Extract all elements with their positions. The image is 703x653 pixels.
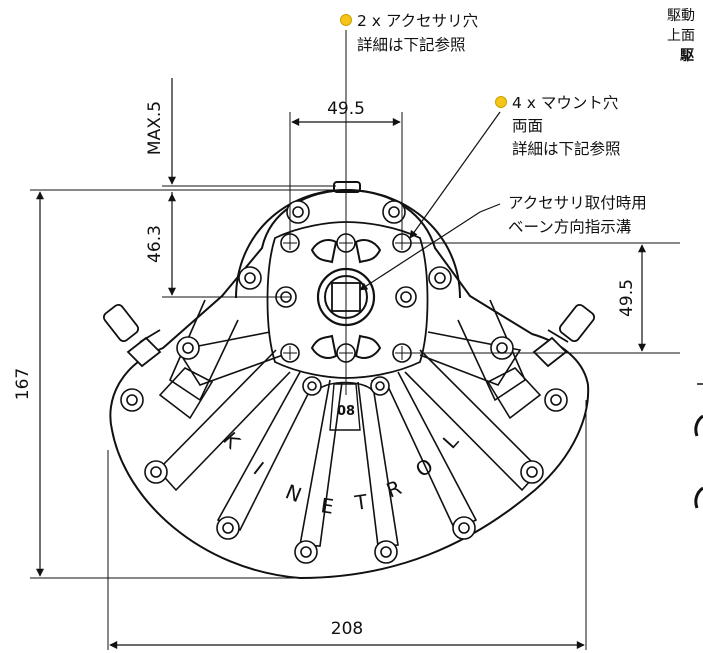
dim-overall-width-label: 208 [331, 619, 363, 639]
accessory-slot [310, 239, 338, 264]
bolt-icon [452, 516, 476, 540]
marker-dot-icon [495, 96, 507, 108]
model-plate [329, 383, 361, 431]
callout-mount-holes: 4 x マウント穴 両面 詳細は下記参照 [495, 94, 621, 158]
mount-holes-line1: 4 x マウント穴 [512, 94, 618, 112]
accessory-holes-line2: 詳細は下記参照 [357, 36, 466, 54]
bolt-icon [520, 460, 544, 484]
bolt-icon [428, 266, 452, 290]
dimension-lines [36, 78, 646, 649]
marker-dot-icon [340, 14, 352, 26]
bolt-icon [302, 376, 322, 396]
dim-right-height-label: 49.5 [617, 279, 637, 317]
bolt-icon [370, 376, 390, 396]
bolt-icon [238, 266, 262, 290]
cropped-line1: 駆動 [667, 8, 695, 24]
accessory-slot [354, 334, 382, 359]
bolt-icon [544, 388, 568, 412]
leader-lines [359, 111, 501, 291]
vane-groove-line1: アクセサリ取付時用 [508, 194, 647, 212]
bolt-icon [294, 540, 318, 564]
right-plug [532, 303, 596, 368]
mount-holes-line2: 両面 [512, 117, 543, 135]
bolt-heads [120, 200, 568, 564]
leader-mount-holes [409, 111, 501, 239]
vane-groove-line2: ベーン方向指示溝 [508, 218, 631, 236]
model-number: 08 [337, 404, 355, 419]
leader-vane-groove [359, 203, 501, 291]
cropped-line3: 駆 [680, 48, 694, 64]
dim-overall-height-label: 167 [13, 368, 33, 400]
accessory-slot [354, 239, 382, 264]
mount-hole-icon [280, 343, 300, 363]
bolt-icon [374, 540, 398, 564]
brand-letter: E [319, 493, 335, 519]
bolt-icon [382, 200, 406, 224]
mount-holes-line3: 詳細は下記参照 [512, 140, 621, 158]
extension-lines [30, 30, 680, 650]
cropped-note: 駆動 上面 駆 [667, 8, 695, 64]
side-hole-icon [395, 286, 417, 308]
callout-accessory-holes: 2 x アクセサリ穴 詳細は下記参照 [340, 12, 478, 54]
dim-top-width-label: 49.5 [327, 99, 365, 119]
side-pockets [158, 367, 542, 420]
cropped-line2: 上面 [667, 28, 695, 44]
left-plug [102, 303, 162, 368]
bolt-icon [490, 336, 514, 360]
brand-letter: T [352, 489, 369, 515]
callout-vane-groove: アクセサリ取付時用 ベーン方向指示溝 [508, 194, 647, 236]
accessory-slot [310, 334, 338, 359]
accessory-holes-line1: 2 x アクセサリ穴 [357, 12, 478, 30]
cropped-shapes [694, 383, 703, 509]
dim-upper-height-label: 46.3 [145, 225, 165, 263]
bolt-icon [120, 388, 144, 412]
bolt-icon [176, 336, 200, 360]
dim-max-height-label: MAX.5 [145, 101, 165, 155]
bolt-icon [144, 460, 168, 484]
bolt-icon [216, 516, 240, 540]
top-tab [333, 181, 361, 193]
bolt-icon [286, 200, 310, 224]
